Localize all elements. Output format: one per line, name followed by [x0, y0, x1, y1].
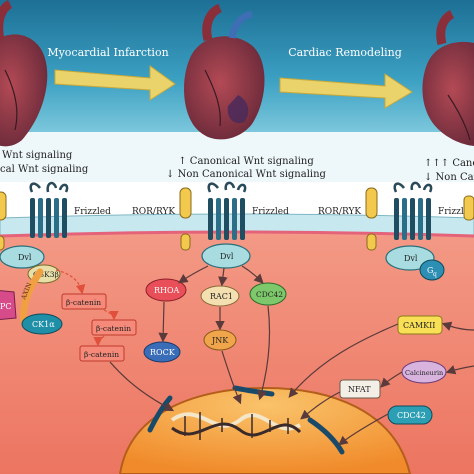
rock-label: ROCK — [150, 348, 176, 357]
stage1-caption-line2: cal Wnt signaling — [0, 164, 89, 175]
coreceptor-right-icon — [365, 187, 378, 219]
heart-remodeled-icon — [422, 9, 474, 146]
frizzled-label-3: Frizzled — [438, 207, 474, 217]
axin-scaffold — [20, 268, 44, 326]
arrow-rhoa-to-rock — [158, 301, 168, 343]
gq-label: G — [427, 266, 433, 275]
heart-normal-icon — [0, 0, 48, 147]
arrow-offscreen-to-camkii — [441, 321, 474, 331]
frizzled-receptor-3-icon — [393, 181, 433, 240]
gq-node — [419, 259, 445, 281]
stage2-caption-line2: ↓ Non Canonical Wnt signaling — [166, 169, 326, 180]
coreceptor-far-right-icon — [463, 195, 474, 221]
calcineurin-label: Calcineurin — [405, 369, 443, 377]
coreceptor-label-1: ROR/RYK — [132, 207, 175, 217]
apc-label: PC — [0, 302, 12, 311]
dvl-middle-node — [201, 243, 251, 269]
camkii-label: CAMKII — [403, 321, 435, 330]
nfat-label: NFAT — [348, 385, 371, 394]
stage3-caption-line2: ↓ Non Cano — [424, 172, 474, 183]
stage3-caption-line1: ↑↑↑ Canon — [424, 158, 474, 169]
coreceptor-middle-icon — [179, 187, 192, 219]
gq-sub-label: q — [433, 271, 437, 278]
arrow-camkii-to-nucleus — [288, 323, 399, 398]
coreceptor-label-2: ROR/RYK — [318, 207, 361, 217]
caption-band — [0, 132, 474, 182]
rhoa-label: RHOA — [154, 286, 180, 295]
dvl-left-label: Dvl — [18, 253, 32, 262]
beta-catenin-3-label: β-catenin — [84, 350, 119, 359]
coreceptor-right-tail — [366, 233, 377, 251]
jnk-label: JNK — [211, 336, 229, 345]
arrow-nfat-to-nucleus — [300, 391, 341, 420]
arrow-cdc42-to-nucleus — [257, 305, 271, 401]
arrow-jnk-to-nucleus — [221, 350, 242, 405]
dvl-right-label: Dvl — [404, 254, 418, 263]
arrow-cdc42-right-to-nucleus — [338, 413, 389, 446]
arrow-myocardial-infarction — [54, 65, 176, 101]
arrow-calcineurin-to-nfat — [380, 371, 403, 388]
arrow-offscreen-to-calcineurin — [445, 365, 474, 375]
dvl-left-node — [0, 245, 45, 269]
ck1-node — [21, 313, 63, 335]
cdc42-label: CDC42 — [256, 290, 283, 299]
arrow-bcat1-to-bcat2 — [103, 309, 119, 321]
frizzled-label-1: Frizzled — [74, 207, 111, 217]
beta-catenin-1-label: β-catenin — [66, 298, 101, 307]
coreceptor-left-tail — [0, 235, 5, 251]
frizzled-receptor-2-icon — [207, 181, 247, 240]
frizzled-label-2: Frizzled — [252, 207, 289, 217]
rhoa-node — [145, 278, 187, 302]
arrow-dvl-to-rhoa — [178, 265, 209, 284]
nfat-node — [339, 379, 381, 399]
coreceptor-left-icon — [0, 191, 7, 221]
dna-icon — [170, 412, 302, 440]
dvl-middle-label: Dvl — [220, 252, 234, 261]
frizzled-receptor-1-icon — [29, 181, 69, 238]
arrow-dvl-to-rac1 — [218, 267, 228, 287]
stage1-caption-line1: Wnt signaling — [2, 150, 73, 161]
cdc42-right-node — [387, 405, 433, 425]
arrow-bcat2-to-bcat3 — [93, 335, 105, 347]
arrow-dvl-to-cdc42 — [241, 265, 264, 284]
gsk3b-label: GSK3β — [33, 270, 59, 279]
rac1-label: RAC1 — [210, 292, 233, 301]
ck1-label: CK1α — [32, 320, 55, 329]
arrow2-label: Cardiac Remodeling — [288, 46, 402, 59]
arrow1-label: Myocardial Infarction — [47, 46, 168, 59]
stage2-caption-line1: ↑ Canonical Wnt signaling — [178, 156, 314, 167]
cdc42-right-label: CDC42 — [397, 411, 426, 420]
apc-node — [0, 290, 17, 320]
cdc42-node — [249, 282, 287, 306]
arrow-cardiac-remodeling — [279, 73, 413, 109]
arrow-gsk-to-bcat — [55, 269, 86, 295]
arrow-bcat-to-nucleus — [109, 361, 175, 412]
beta-catenin-2-label: β-catenin — [96, 324, 131, 333]
heart-infarction-icon — [184, 3, 265, 140]
coreceptor-middle-tail — [180, 233, 191, 251]
